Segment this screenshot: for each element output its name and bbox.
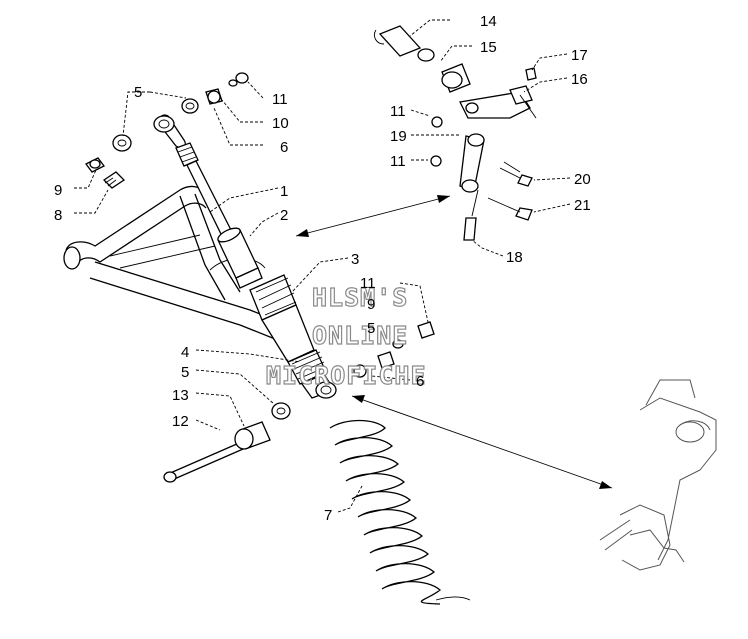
callout-6-top: 6 [280,139,288,156]
callout-19: 19 [390,128,407,145]
callout-16: 16 [571,71,588,88]
upper-hardware [85,72,249,189]
callout-13: 13 [172,387,189,404]
callout-4: 4 [181,344,189,361]
leader-lines [74,19,571,513]
callout-21: 21 [574,197,591,214]
callout-6-bottom: 6 [416,373,424,390]
callout-18: 18 [506,249,523,266]
callout-11-mid: 11 [360,275,376,292]
callout-11-right-top: 11 [390,103,406,120]
coil-spring [329,419,471,605]
callout-2: 2 [280,207,288,224]
lower-hardware [163,321,435,483]
linkage-assembly [373,25,537,241]
watermark-line2: ONLINE [312,321,408,350]
watermark-line1: HLSM'S [312,283,408,312]
callout-8: 8 [54,207,62,224]
a-arm-frame [63,185,301,346]
watermark-line3: MICROFICHE [266,361,427,390]
callout-20: 20 [574,171,591,188]
reference-arrows [295,195,613,489]
callout-15: 15 [480,39,497,56]
callout-11-right-bottom: 11 [390,153,406,170]
callout-10: 10 [272,115,289,132]
callout-17: 17 [571,47,588,64]
callout-3: 3 [351,251,359,268]
callout-11-upper-left: 11 [272,91,288,108]
callout-9-left: 9 [54,182,62,199]
callout-labels: 1 2 3 4 5 5 5 6 6 7 8 9 9 10 11 11 11 11… [54,13,591,524]
spindle-ghost [599,379,717,571]
watermark: HLSM'S ONLINE MICROFICHE [265,282,427,390]
callout-9-mid: 9 [367,296,375,313]
shock-absorber [153,114,337,399]
callout-5-mid: 5 [367,320,375,337]
callout-1: 1 [280,183,288,200]
callout-14: 14 [480,13,497,30]
callout-5-top: 5 [134,84,142,101]
callout-5-bottom: 5 [181,364,189,381]
callout-12: 12 [172,413,189,430]
callout-7: 7 [324,507,332,524]
